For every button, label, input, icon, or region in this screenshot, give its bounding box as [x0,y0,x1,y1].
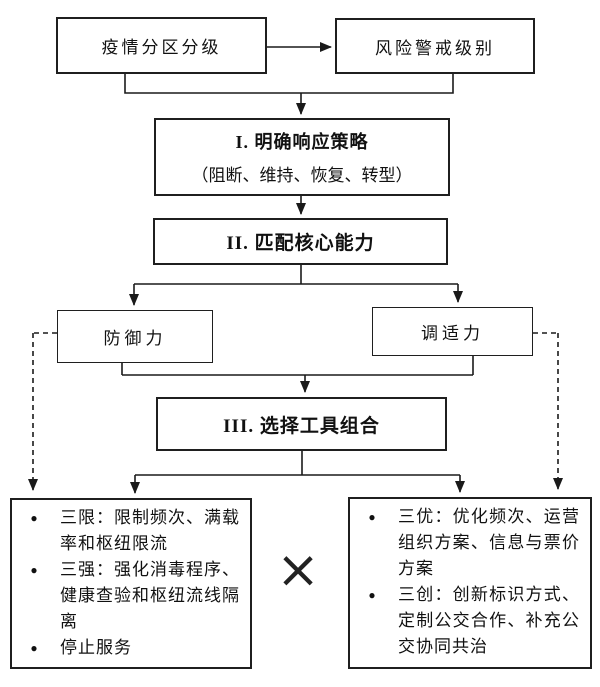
node-epidemic-zoning-label: 疫情分区分级 [101,38,222,57]
node-step3-tool-selection: III. 选择工具组合 [156,397,447,451]
list-item: ● 三限：限制频次、满载率和枢纽限流 [12,505,240,557]
bullet-icon: ● [30,641,38,655]
node-epidemic-zoning: 疫情分区分级 [56,17,267,74]
connector-step2-split [134,265,458,285]
node-step2-core-capability: II. 匹配核心能力 [153,218,448,265]
step1-title: I. 明确响应策略 [235,132,369,152]
node-restrictive-tools-list: ● 三限：限制频次、满载率和枢纽限流 ● 三强：强化消毒程序、健康查验和枢纽流线… [10,498,252,669]
exclusive-cross-symbol: × [276,540,320,600]
node-risk-alert-level-label: 风险警戒级别 [375,38,495,58]
node-step1-response-strategy: I. 明确响应策略 （阻断、维持、恢复、转型） [154,118,450,196]
adapt-label: 调适力 [421,324,484,343]
list-item-text: 三优：优化频次、运营组织方案、信息与票价方案 [398,507,580,578]
list-item: ● 三创：创新标识方式、定制公交合作、补充公交协同共治 [350,582,580,660]
list-item: ● 三强：强化消毒程序、健康查验和枢纽流线隔离 [12,557,240,635]
list-item-text: 三强：强化消毒程序、健康查验和枢纽流线隔离 [60,560,240,631]
connector-capability-merge [121,356,474,376]
node-optimizing-tools-list: ● 三优：优化频次、运营组织方案、信息与票价方案 ● 三创：创新标识方式、定制公… [348,497,592,669]
bullet-icon: ● [368,588,376,602]
connector-step3-split [135,451,460,476]
step2-title: II. 匹配核心能力 [226,233,375,254]
node-risk-alert-level: 风险警戒级别 [335,18,535,74]
step1-subtitle: （阻断、维持、恢复、转型） [191,166,413,185]
defense-label: 防御力 [103,329,167,348]
list-item: ● 停止服务 [12,635,240,661]
list-item-text: 三创：创新标识方式、定制公交合作、补充公交协同共治 [398,585,580,656]
bullet-icon: ● [368,510,376,524]
node-adaptive-capability: 调适力 [372,307,533,356]
node-defense-capability: 防御力 [57,310,213,363]
step3-title: III. 选择工具组合 [223,415,380,437]
list-item: ● 三优：优化频次、运营组织方案、信息与票价方案 [350,504,580,582]
list-item-text: 三限：限制频次、满载率和枢纽限流 [60,508,240,553]
connector-top-merge [124,74,454,94]
bullet-icon: ● [30,563,38,577]
bullet-icon: ● [30,511,38,525]
list-item-text: 停止服务 [60,638,132,657]
